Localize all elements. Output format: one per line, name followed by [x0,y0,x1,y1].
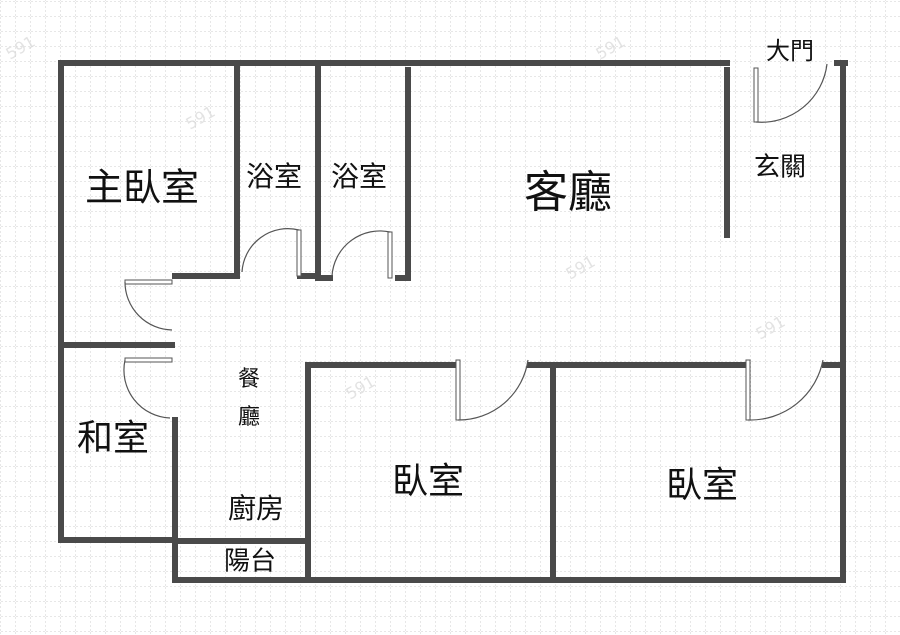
doors [123,63,828,421]
japanese-room-door [123,357,173,419]
bedroom-2-door [745,359,824,421]
room-labels: 主臥室 浴室 浴室 客廳 大門 玄關 餐 廳 和室 廚房 陽台 臥室 臥室 [77,37,814,577]
label-balcony: 陽台 [224,547,276,577]
bedroom-1-door [455,359,529,421]
label-kitchen: 廚房 [228,492,284,525]
label-bedroom-1: 臥室 [392,461,464,502]
label-dining-1: 餐 [238,367,260,392]
label-bathroom-2: 浴室 [331,160,387,193]
label-bedroom-2: 臥室 [666,465,738,506]
label-bathroom-1: 浴室 [246,160,302,193]
master-bedroom-door [124,279,173,331]
label-living-room: 客廳 [524,167,612,218]
label-master-bedroom: 主臥室 [85,166,199,210]
main-door [753,63,828,123]
label-japanese-room: 和室 [77,418,149,459]
walls [58,60,848,583]
label-dining-2: 廳 [238,405,260,430]
label-entrance: 玄關 [754,153,806,183]
bathroom-1-door [241,228,302,277]
bathroom-2-door [331,230,393,279]
label-main-door: 大門 [766,37,814,65]
